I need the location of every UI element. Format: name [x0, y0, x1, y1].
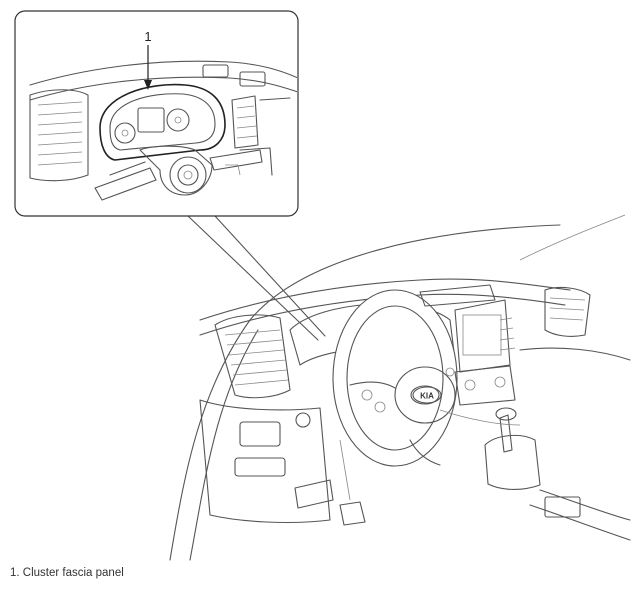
speedometer-gauge: [166, 108, 190, 132]
center-display: [137, 107, 165, 133]
callout-leader: [187, 215, 326, 341]
center-stack: [419, 284, 516, 406]
callout-number: 1: [144, 29, 151, 44]
tachometer-gauge: [114, 122, 136, 144]
left-air-vent: [214, 314, 291, 399]
gear-shifter: [484, 407, 541, 490]
cluster-fascia-panel: [99, 83, 226, 161]
dashboard-illustration: KIA: [169, 214, 631, 561]
kia-logo-oval: [412, 386, 442, 404]
steering-wheel: [332, 289, 458, 467]
kia-logo: KIA: [420, 392, 434, 401]
light-stalk: [209, 149, 263, 171]
detail-inset: 1: [14, 10, 299, 217]
wiper-stalk: [94, 167, 157, 201]
callout-arrow: [144, 45, 152, 90]
figure-caption: 1. Cluster fascia panel: [10, 567, 124, 579]
